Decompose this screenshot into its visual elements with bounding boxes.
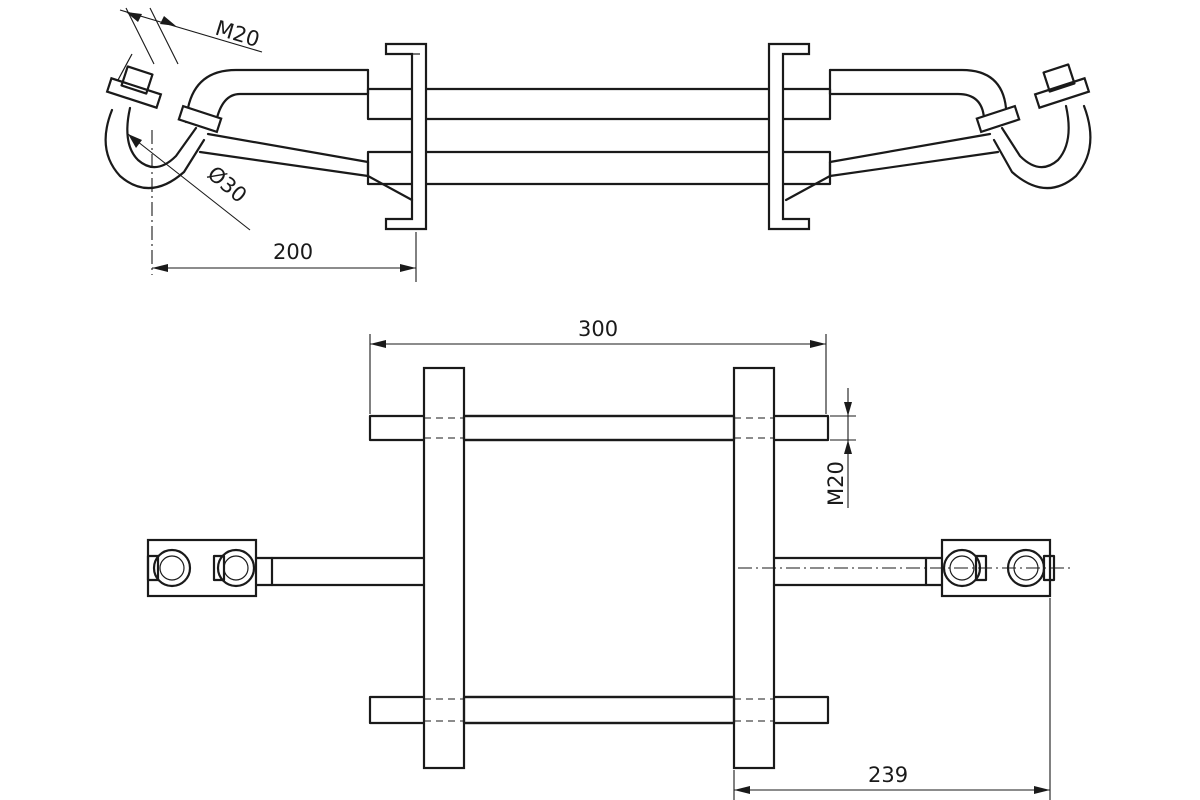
top-eye-diameter-label: Ø30	[203, 161, 252, 207]
top-right-bracket	[767, 42, 811, 231]
top-thread-label: M20	[213, 16, 263, 52]
front-rod-length-dimension	[369, 334, 827, 414]
top-thread-dimension	[119, 7, 263, 65]
top-eye-diameter-dimension	[127, 133, 251, 231]
top-right-hook-arm	[784, 68, 1008, 202]
front-thread-label: M20	[824, 461, 848, 506]
front-rod-length-label: 300	[578, 317, 618, 341]
front-rod-upper-middle	[462, 414, 736, 442]
front-rod-lower-middle	[462, 695, 736, 725]
front-view: 300 M20 239	[146, 317, 1070, 800]
top-left-eye	[104, 53, 223, 190]
top-view: M20 Ø30 200	[104, 7, 1092, 282]
top-left-bracket	[384, 42, 428, 231]
front-thread-dimension	[830, 388, 856, 508]
front-left-plate	[422, 366, 466, 770]
top-left-hook-arm	[184, 68, 414, 202]
top-reach-label: 200	[273, 240, 313, 264]
front-offset-label: 239	[868, 763, 908, 787]
top-threaded-rod-lower	[366, 150, 832, 186]
top-threaded-rod-upper	[366, 87, 832, 121]
top-reach-dimension	[152, 232, 417, 282]
front-left-hook-arm	[146, 538, 426, 598]
front-offset-dimension	[733, 598, 1051, 800]
top-right-eye	[975, 63, 1092, 190]
